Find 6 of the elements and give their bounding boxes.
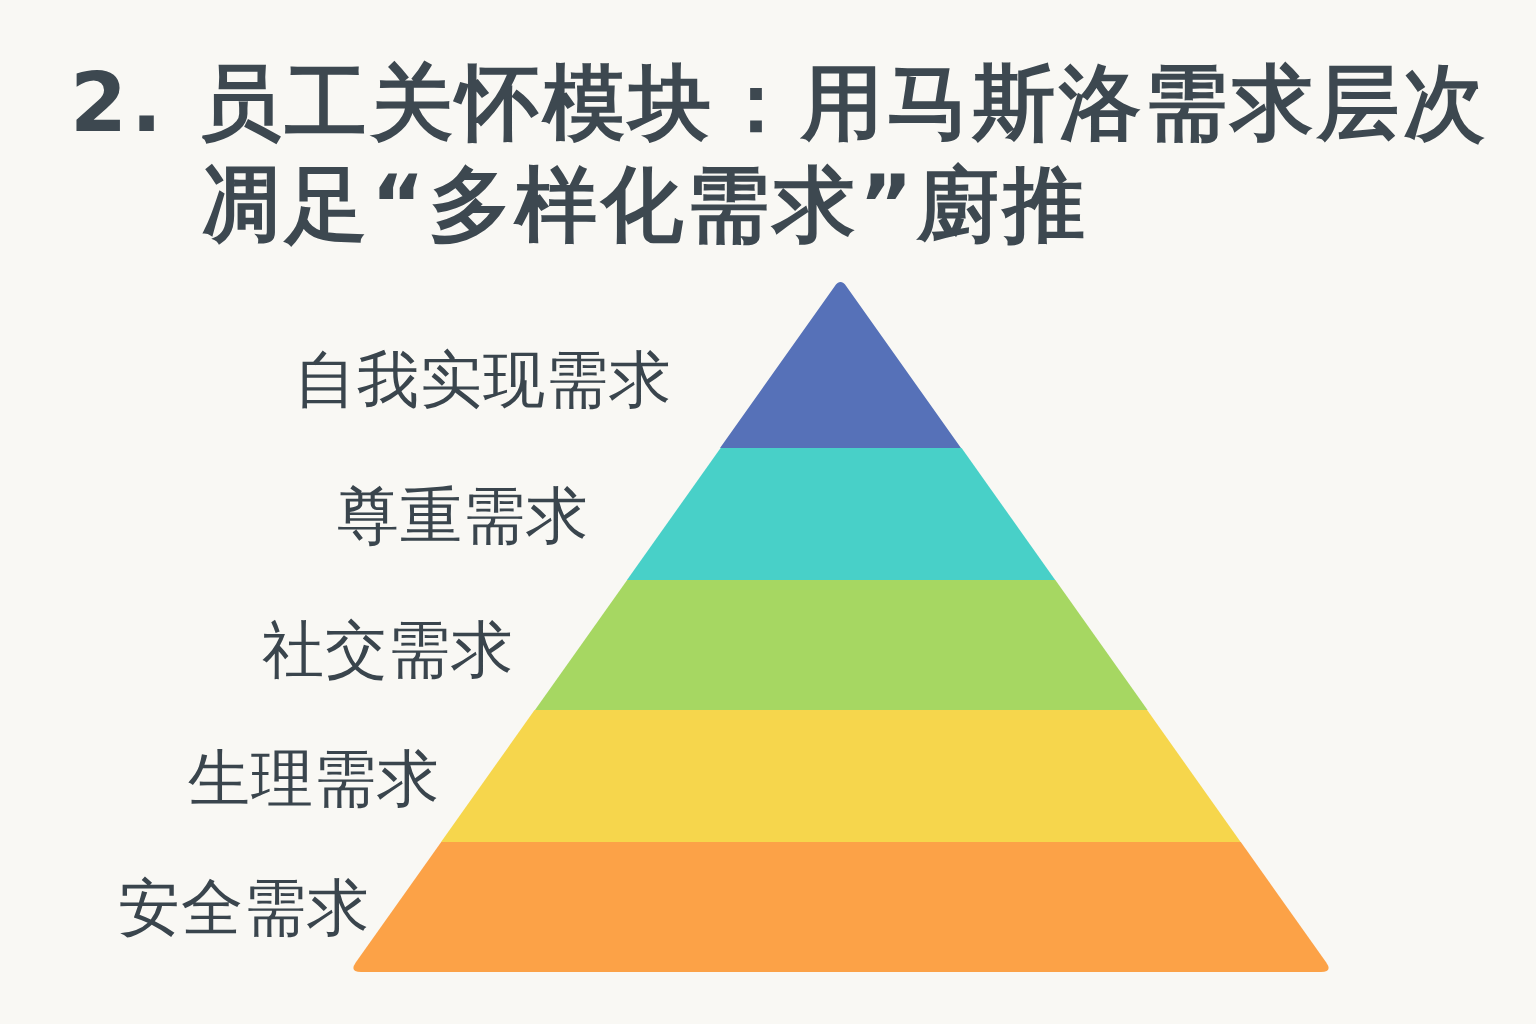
- tier-label: 安全需求: [118, 871, 370, 945]
- tier-label: 自我实现需求: [294, 343, 672, 417]
- tier-label: 生理需求: [188, 742, 440, 816]
- title: 2. 员工关怀模块：用马斯洛需求层次凋足“多样化需求”廚推: [70, 54, 1490, 254]
- tier-label: 尊重需求: [337, 479, 589, 553]
- tier-label: 社交需求: [262, 613, 514, 687]
